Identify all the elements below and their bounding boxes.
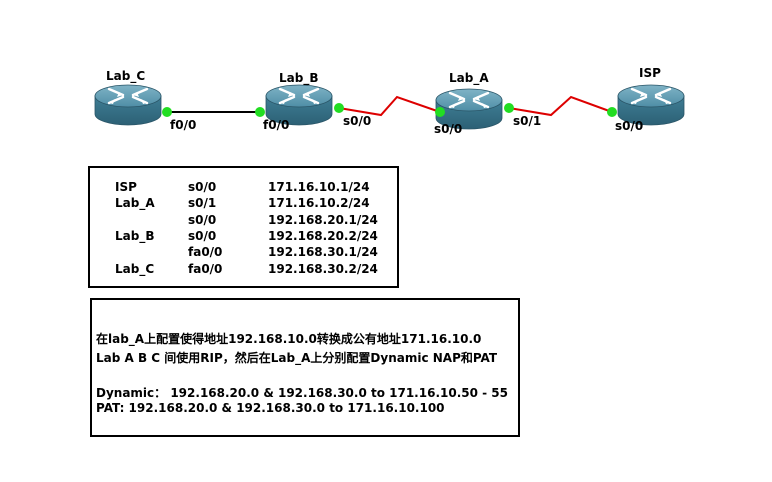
table-iface-4: fa0/0 xyxy=(188,245,223,259)
table-iface-2: s0/0 xyxy=(188,213,217,227)
table-device-5: Lab_C xyxy=(115,262,155,276)
table-ip-5: 192.168.30.2/24 xyxy=(268,262,378,276)
router-label-lab-a: Lab_A xyxy=(449,71,489,86)
router-icon-lab-c[interactable] xyxy=(93,83,163,127)
port-dot-lab-b-f0-0 xyxy=(255,107,265,117)
note-line-4: PAT: 192.168.20.0 & 192.168.30.0 to 171.… xyxy=(96,401,445,415)
serial-link-a-isp xyxy=(508,95,613,117)
table-iface-5: fa0/0 xyxy=(188,262,223,276)
router-label-lab-b: Lab_B xyxy=(279,71,318,86)
ip-address-table: ISP s0/0 171.16.10.1/24 Lab_A s0/1 171.1… xyxy=(88,166,399,288)
port-dot-isp-s0-0 xyxy=(607,107,617,117)
iface-label-lab-a-right: s0/1 xyxy=(513,114,541,128)
port-dot-lab-b-s0-0 xyxy=(334,103,344,113)
table-device-1: Lab_A xyxy=(115,196,155,210)
table-iface-1: s0/1 xyxy=(188,196,217,210)
iface-label-lab-b-right: s0/0 xyxy=(343,114,371,128)
table-device-0: ISP xyxy=(115,180,137,194)
note-line-1: 在lab_A上配置使得地址192.168.10.0转换成公有地址171.16.1… xyxy=(96,332,482,346)
table-iface-3: s0/0 xyxy=(188,229,217,243)
table-iface-0: s0/0 xyxy=(188,180,217,194)
table-ip-1: 171.16.10.2/24 xyxy=(268,196,370,210)
table-ip-4: 192.168.30.1/24 xyxy=(268,245,378,259)
router-label-isp: ISP xyxy=(639,66,661,80)
note-line-2: Lab A B C 间使用RIP，然后在Lab_A上分别配置Dynamic NA… xyxy=(96,351,498,365)
iface-label-lab-a-left: s0/0 xyxy=(434,122,462,136)
port-dot-lab-a-s0-0 xyxy=(435,107,445,117)
network-topology: Lab_C Lab_B Lab_A ISP f0/0 f0/0 s0/0 s0/… xyxy=(93,66,686,136)
iface-label-isp-left: s0/0 xyxy=(615,119,643,133)
table-device-3: Lab_B xyxy=(115,229,155,243)
router-label-lab-c: Lab_C xyxy=(106,69,145,84)
iface-label-lab-b-left: f0/0 xyxy=(263,118,289,132)
iface-label-lab-c-right: f0/0 xyxy=(170,118,196,132)
table-ip-3: 192.168.20.2/24 xyxy=(268,229,378,243)
port-dot-lab-c-f0-0 xyxy=(162,107,172,117)
port-dot-lab-a-s0-1 xyxy=(504,103,514,113)
config-notes: 在lab_A上配置使得地址192.168.10.0转换成公有地址171.16.1… xyxy=(90,298,520,437)
note-line-3: Dynamic： 192.168.20.0 & 192.168.30.0 to … xyxy=(96,386,508,400)
serial-link-b-a xyxy=(338,95,441,117)
table-ip-0: 171.16.10.1/24 xyxy=(268,180,370,194)
table-ip-2: 192.168.20.1/24 xyxy=(268,213,378,227)
